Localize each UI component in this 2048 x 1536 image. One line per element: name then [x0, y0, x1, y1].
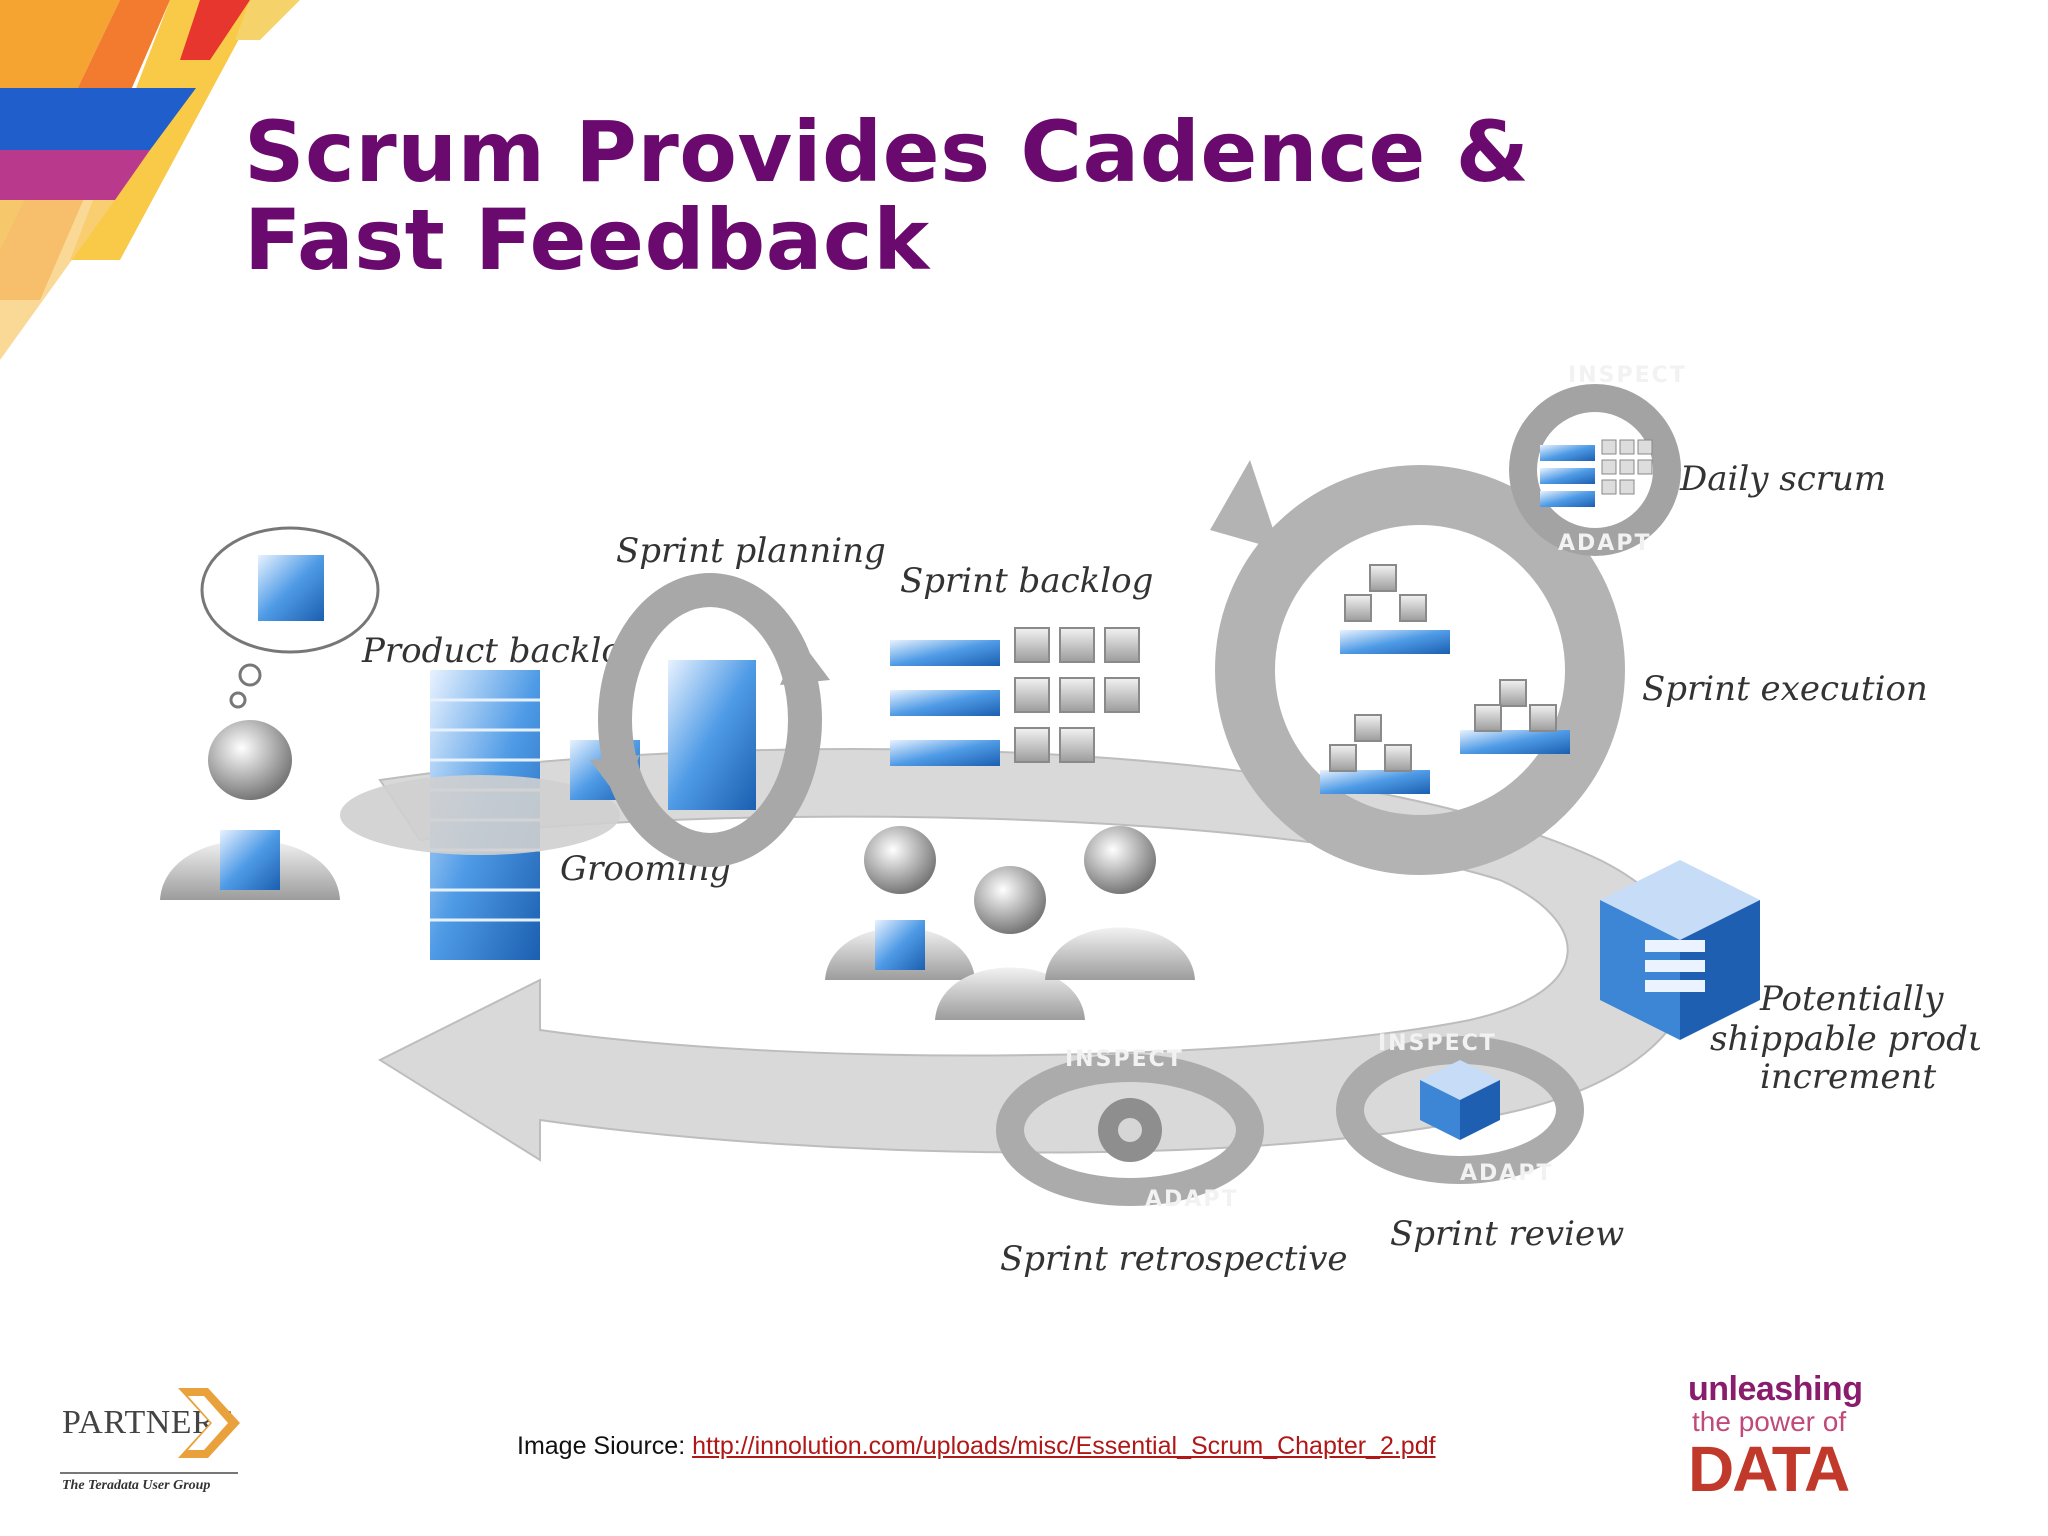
- label-product-backlog: Product backlog: [361, 631, 644, 671]
- unleashing-data-logo: unleashing the power of DATA: [1680, 1370, 1880, 1505]
- partners-divider: [60, 1472, 238, 1474]
- label-increment-line-3: increment: [1760, 1057, 1936, 1097]
- label-sprint-backlog: Sprint backlog: [900, 561, 1153, 601]
- retro-adapt-text: ADAPT: [1145, 1187, 1238, 1212]
- review-adapt-text: ADAPT: [1460, 1161, 1553, 1186]
- daily-scrum-cycle: INSPECT ADAPT: [1509, 363, 1687, 556]
- sprint-planning-cycle: [590, 573, 830, 867]
- brand-line-1: unleashing: [1688, 1370, 1863, 1408]
- label-increment-line-1: Potentially: [1759, 979, 1944, 1019]
- corner-decoration: [0, 0, 300, 360]
- label-daily-scrum: Daily scrum: [1679, 459, 1886, 499]
- review-inspect-text: INSPECT: [1378, 1031, 1497, 1056]
- daily-scrum-inspect-text: INSPECT: [1568, 363, 1687, 388]
- daily-scrum-adapt-text: ADAPT: [1558, 531, 1651, 556]
- source-link[interactable]: http://innolution.com/uploads/misc/Essen…: [692, 1432, 1436, 1460]
- product-backlog-stack: [340, 670, 640, 960]
- increment-cube: [1600, 860, 1760, 1040]
- slide-title: Scrum Provides Cadence & Fast Feedback: [244, 108, 1529, 284]
- team-figures: [825, 826, 1195, 1020]
- sprint-retrospective-cycle: INSPECT ADAPT: [996, 1047, 1264, 1212]
- brand-line-3: DATA: [1688, 1433, 1850, 1505]
- sprint-execution-cycle: [1210, 460, 1625, 875]
- image-source: Image Siource: http://innolution.com/upl…: [517, 1432, 1436, 1461]
- retro-inspect-text: INSPECT: [1065, 1047, 1184, 1072]
- thought-bubble: [200, 526, 380, 709]
- partners-chevron-icon: [178, 1388, 240, 1458]
- label-sprint-execution: Sprint execution: [1642, 669, 1928, 709]
- label-sprint-review: Sprint review: [1390, 1214, 1624, 1254]
- scrum-diagram: Product backlog Grooming Sprint planning…: [160, 363, 1980, 1279]
- partners-logo: PARTNERS The Teradata User Group: [60, 1380, 250, 1500]
- label-increment-line-2: shippable product: [1710, 1019, 1980, 1059]
- label-sprint-retrospective: Sprint retrospective: [1000, 1239, 1348, 1279]
- sprint-backlog-grid: [890, 627, 1140, 766]
- source-prefix: Image Siource:: [517, 1432, 693, 1460]
- partners-subtitle: The Teradata User Group: [62, 1478, 211, 1493]
- title-line-1: Scrum Provides Cadence &: [244, 103, 1530, 201]
- label-sprint-planning: Sprint planning: [616, 531, 886, 571]
- brand-line-2: the power of: [1692, 1406, 1847, 1437]
- title-line-2: Fast Feedback: [244, 191, 930, 289]
- product-owner-figure: [160, 720, 340, 900]
- sprint-review-cycle: INSPECT ADAPT: [1336, 1031, 1584, 1186]
